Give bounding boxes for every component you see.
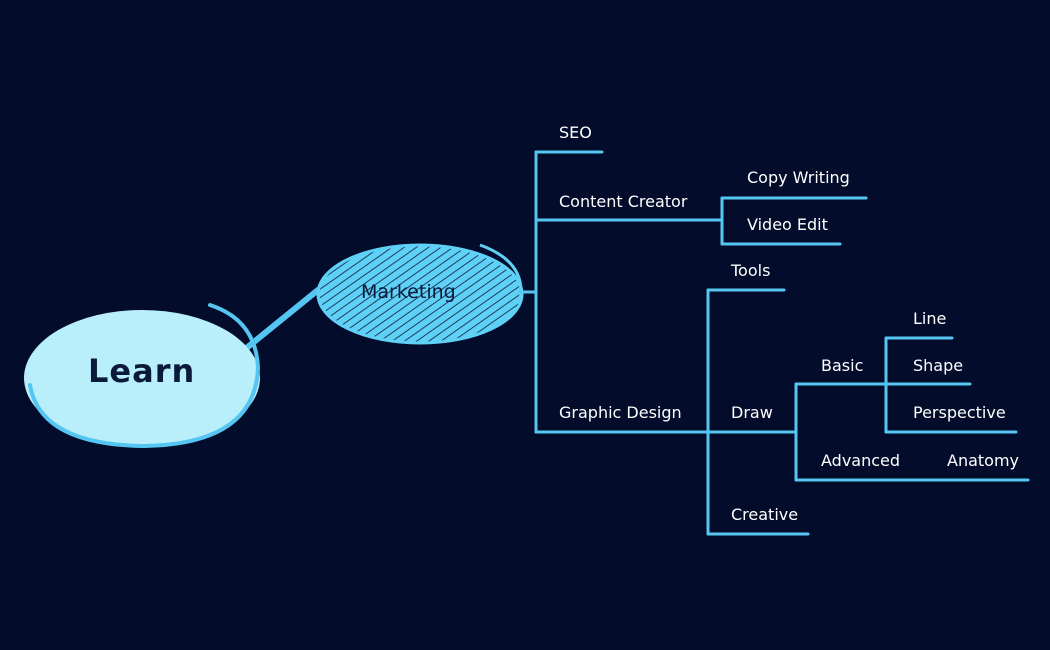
copy-writing-label[interactable]: Copy Writing bbox=[747, 168, 850, 187]
content-creator-label[interactable]: Content Creator bbox=[559, 192, 688, 211]
shape-label[interactable]: Shape bbox=[913, 356, 964, 375]
video-edit-label[interactable]: Video Edit bbox=[747, 215, 828, 234]
tools-label[interactable]: Tools bbox=[731, 261, 771, 280]
basic-label[interactable]: Basic bbox=[821, 356, 864, 375]
perspective-label[interactable]: Perspective bbox=[913, 403, 1006, 422]
seo-label[interactable]: SEO bbox=[559, 123, 592, 142]
draw-label[interactable]: Draw bbox=[731, 403, 773, 422]
marketing-node-shape[interactable] bbox=[316, 243, 524, 345]
root-label[interactable]: Learn bbox=[88, 352, 196, 390]
advanced-label[interactable]: Advanced bbox=[821, 451, 901, 470]
graphic-design-label[interactable]: Graphic Design bbox=[559, 403, 682, 422]
line-label[interactable]: Line bbox=[913, 309, 947, 328]
anatomy-label[interactable]: Anatomy bbox=[947, 451, 1020, 470]
creative-label[interactable]: Creative bbox=[731, 505, 799, 524]
marketing-label[interactable]: Marketing bbox=[361, 281, 456, 303]
root-node-shape[interactable] bbox=[24, 303, 261, 449]
connector-root-marketing bbox=[241, 287, 321, 353]
